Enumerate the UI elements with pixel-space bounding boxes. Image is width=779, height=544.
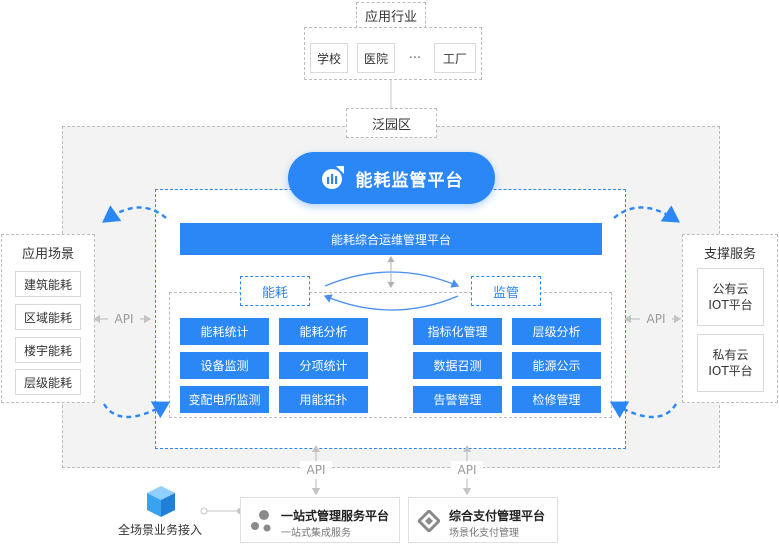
platform-title: 能耗监管平台 <box>355 170 464 191</box>
api-label-right: API <box>640 310 672 328</box>
one-stop-platform-card: 一站式管理服务平台 一站式集成服务 <box>240 497 400 543</box>
cube-icon <box>147 486 175 517</box>
scenario-floor-energy: 层级能耗 <box>15 369 81 395</box>
payment-platform-card: 综合支付管理平台 场景化支付管理 <box>408 497 558 543</box>
module-indicator-management: 指标化管理 <box>413 318 502 345</box>
park-label: 泛园区 <box>346 108 437 138</box>
module-device-monitoring: 设备监测 <box>180 352 269 379</box>
module-energy-topology: 用能拓扑 <box>279 386 368 413</box>
support-public-cloud-iot: 公有云 IOT平台 <box>697 268 764 326</box>
api-label-bottom-left: API <box>300 461 332 479</box>
scenarios-title: 应用场景 <box>21 246 74 262</box>
payment-diamond-icon <box>418 510 440 532</box>
support-private-cloud-iot: 私有云 IOT平台 <box>697 334 764 392</box>
nodes-icon <box>251 510 271 532</box>
monitor-label: 监管 <box>471 276 541 306</box>
scenario-tower-energy: 楼宇能耗 <box>15 337 81 363</box>
module-data-polling: 数据召测 <box>413 352 502 379</box>
industry-title: 应用行业 <box>356 2 426 28</box>
industry-item-factory: 工厂 <box>434 43 476 73</box>
module-level-analysis: 层级分析 <box>512 318 601 345</box>
energy-label: 能耗 <box>240 276 310 306</box>
one-stop-subtitle: 一站式集成服务 <box>281 528 351 539</box>
module-energy-statistics: 能耗统计 <box>180 318 269 345</box>
access-label: 全场景业务接入 <box>117 523 202 537</box>
module-energy-analysis: 能耗分析 <box>279 318 368 345</box>
module-substation-monitoring: 变配电所监测 <box>180 386 269 413</box>
api-label-left: API <box>108 310 140 328</box>
energy-chart-icon <box>321 166 344 189</box>
scenario-area-energy: 区域能耗 <box>15 304 81 330</box>
platform-title-pill: 能耗监管平台 <box>288 152 495 204</box>
payment-subtitle: 场景化支付管理 <box>449 528 519 539</box>
payment-title: 综合支付管理平台 <box>449 509 546 523</box>
api-label-bottom-right: API <box>451 461 483 479</box>
industry-item-ellipsis: ··· <box>408 50 422 66</box>
module-maintenance-management: 检修管理 <box>512 386 601 413</box>
support-title: 支撑服务 <box>703 246 756 262</box>
one-stop-title: 一站式管理服务平台 <box>281 509 390 523</box>
scenario-building-energy: 建筑能耗 <box>15 271 81 297</box>
module-energy-disclosure: 能源公示 <box>512 352 601 379</box>
ops-management-bar: 能耗综合运维管理平台 <box>180 223 602 255</box>
module-alarm-management: 告警管理 <box>413 386 502 413</box>
module-itemized-statistics: 分项统计 <box>279 352 368 379</box>
industry-item-school: 学校 <box>310 43 348 73</box>
industry-item-hospital: 医院 <box>357 43 395 73</box>
